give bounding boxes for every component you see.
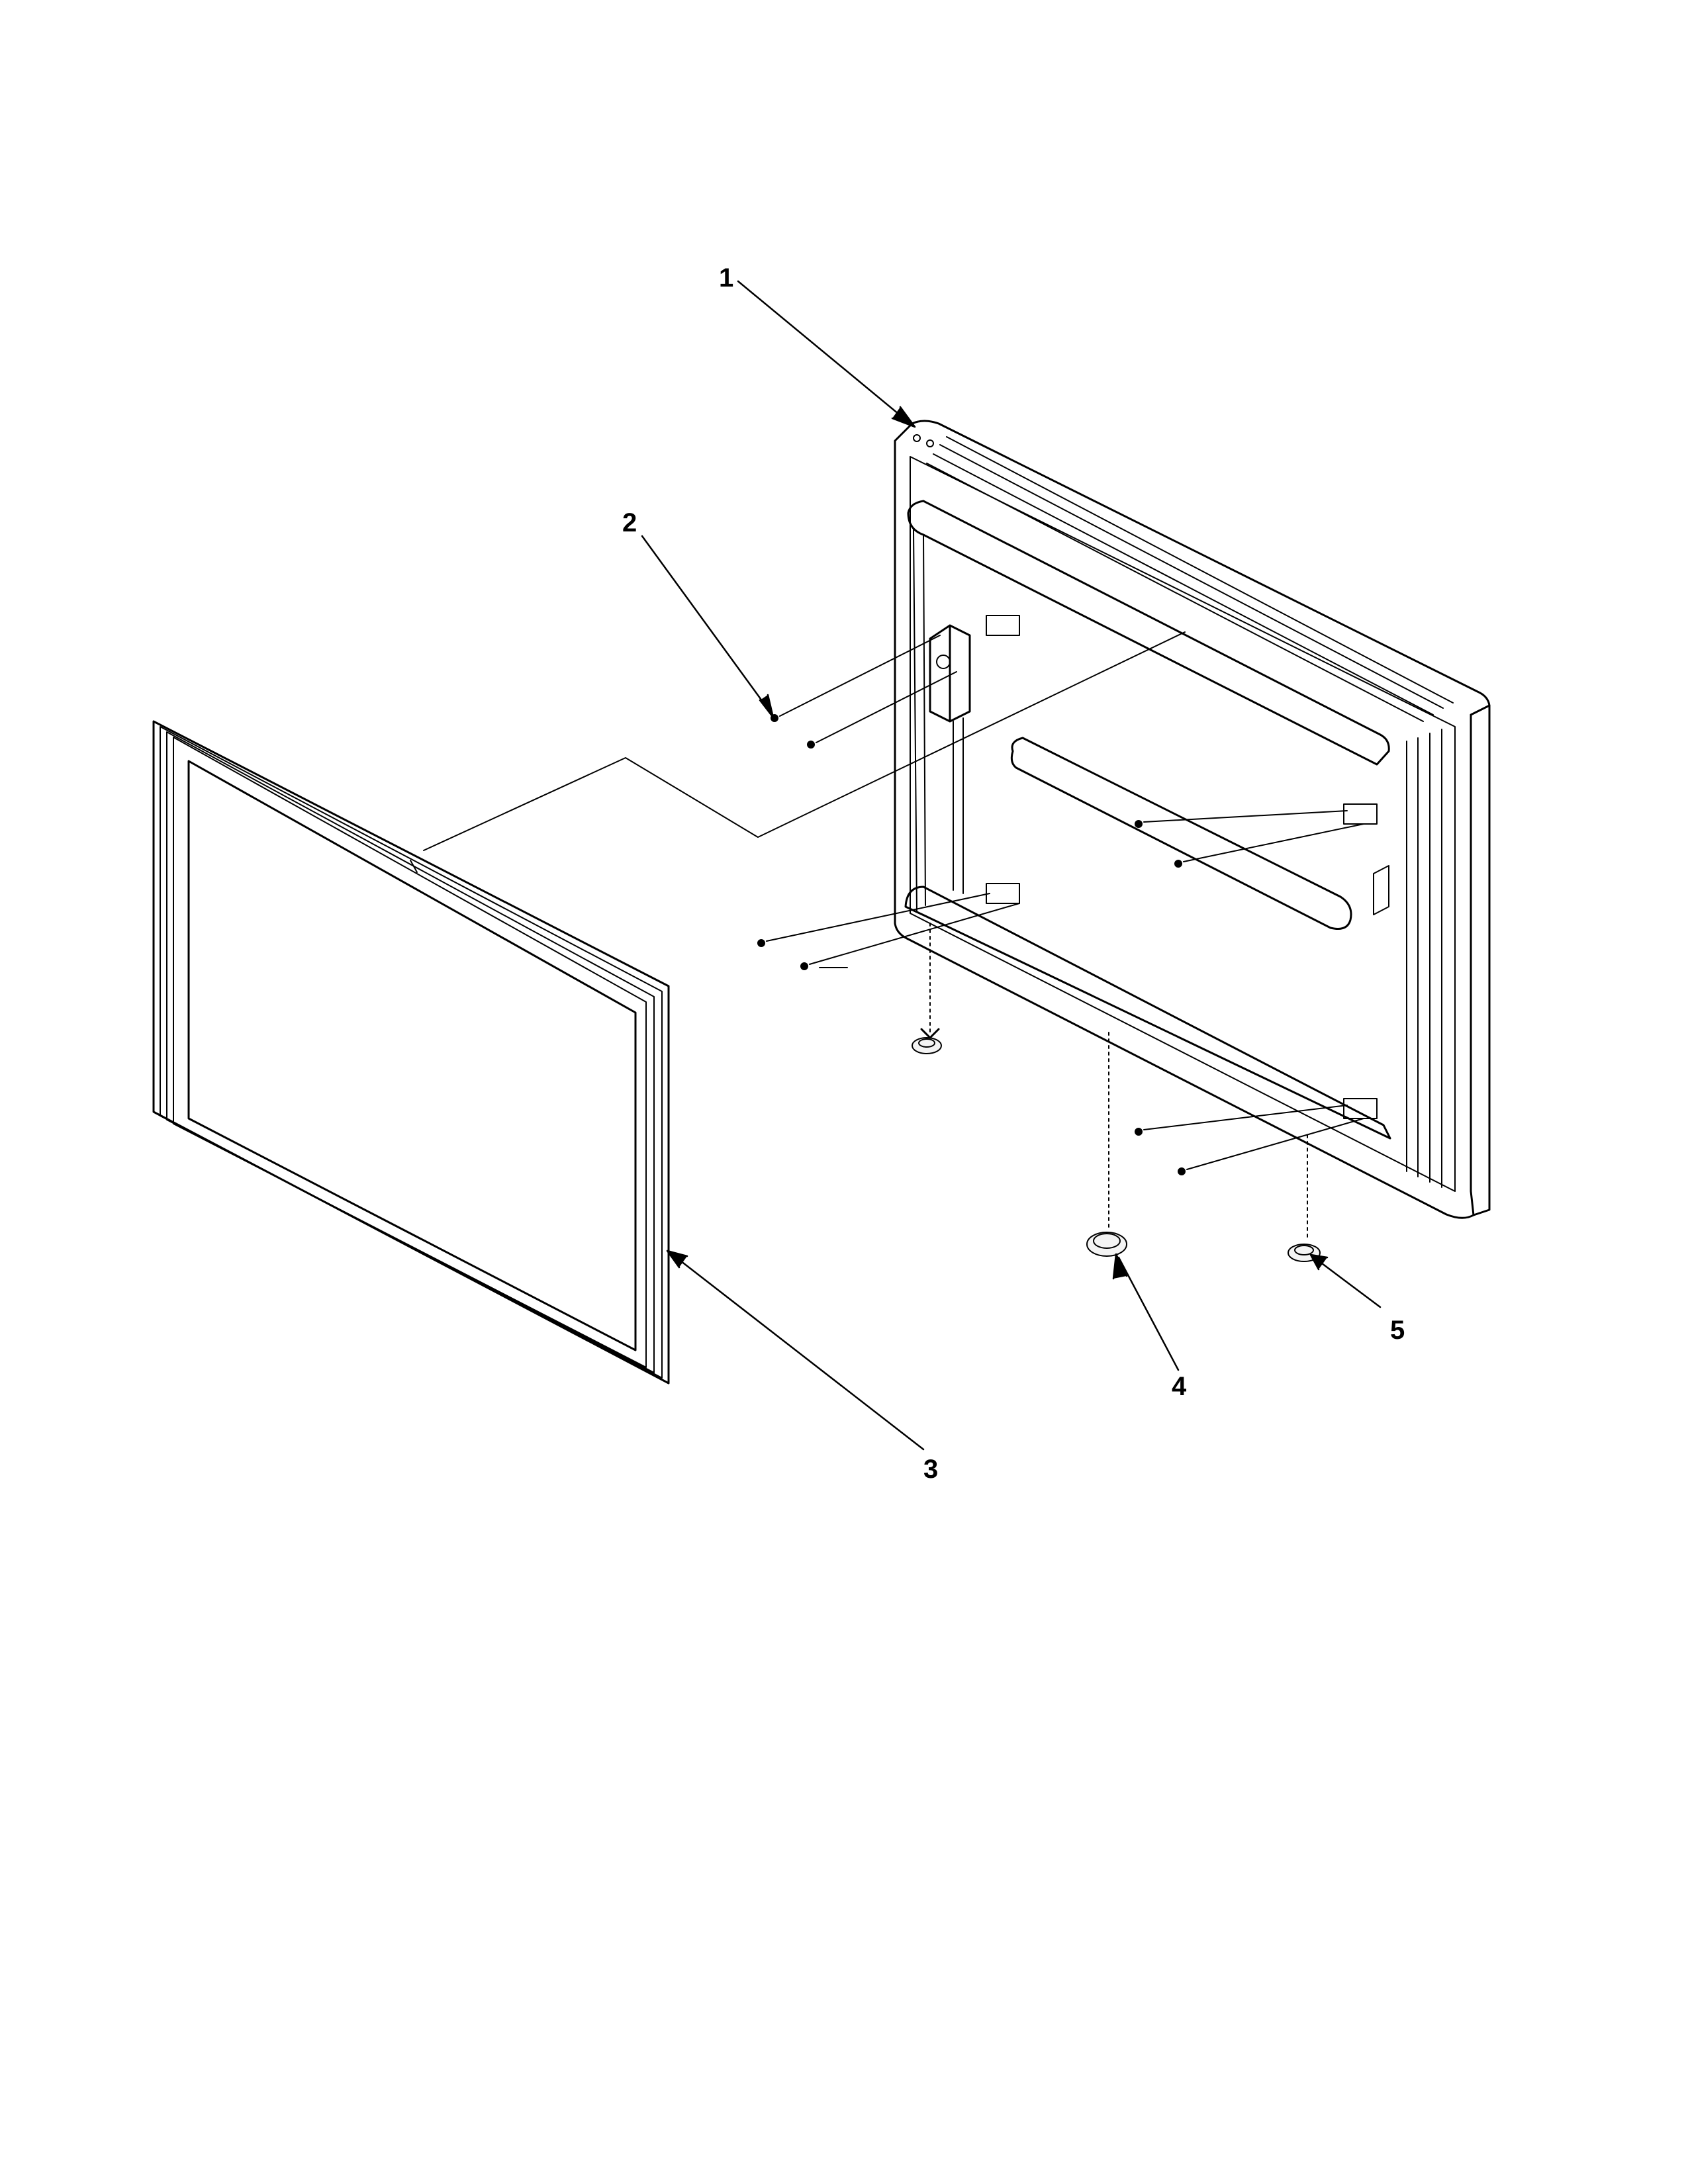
door-outer-frame xyxy=(894,420,1491,1219)
screw-6 xyxy=(1174,823,1364,868)
door-side-bracket xyxy=(1373,865,1389,915)
screw-7 xyxy=(1135,1105,1348,1136)
screw-5 xyxy=(1135,810,1348,828)
callout-1: 1 xyxy=(719,263,734,293)
gasket-edge-2 xyxy=(166,731,655,1373)
callout-2: 2 xyxy=(622,508,637,537)
plug-left xyxy=(912,923,942,1054)
door-mount-slot-lower-right xyxy=(1343,1098,1378,1119)
callout-3: 3 xyxy=(923,1455,939,1484)
door-hinge-column xyxy=(953,717,964,894)
door-gasket xyxy=(152,720,670,1385)
screw-2 xyxy=(807,671,957,749)
leader-5 xyxy=(1313,1256,1382,1308)
leader-4 xyxy=(1117,1256,1180,1371)
gasket-leader-line xyxy=(423,631,1186,851)
callout-4: 4 xyxy=(1172,1372,1187,1401)
door-hinge-block xyxy=(929,624,971,723)
door-mount-slot-upper-right xyxy=(1343,803,1378,825)
leader-2 xyxy=(641,535,773,715)
door-bottom-ledge xyxy=(904,886,1391,1140)
callout-leaders xyxy=(641,280,1382,1451)
door-inner-liner xyxy=(910,456,1456,1192)
gasket-seam xyxy=(410,860,418,873)
door-top-hole-2 xyxy=(926,439,934,447)
gasket-edge-1 xyxy=(160,726,663,1379)
leader-3 xyxy=(671,1253,925,1451)
arrow-5 xyxy=(1309,1253,1329,1271)
plug-right xyxy=(1288,1134,1321,1262)
door-mount-slot-upper-left xyxy=(986,615,1020,636)
door-top-hole-1 xyxy=(913,434,921,442)
screw-8 xyxy=(1178,1118,1364,1175)
arrow-4 xyxy=(1112,1253,1128,1280)
door-mount-slot-lower-left xyxy=(986,883,1020,904)
gasket-outer xyxy=(152,720,670,1385)
door-top-ledge xyxy=(907,500,1390,766)
door-hinge-pin xyxy=(936,655,951,669)
arrow-3 xyxy=(666,1250,688,1269)
screw-4 xyxy=(800,903,1020,970)
gasket-edge-3 xyxy=(173,737,647,1368)
arrow-2 xyxy=(759,694,774,719)
door-top-ribs xyxy=(926,436,1454,722)
gasket-inner xyxy=(187,760,637,1351)
screws xyxy=(757,635,1364,1175)
screw-3 xyxy=(757,893,990,947)
door-assembly xyxy=(894,420,1491,1219)
leader-1 xyxy=(737,280,912,425)
arrow-1 xyxy=(891,406,916,428)
callout-5: 5 xyxy=(1390,1316,1405,1345)
door-gasket-ribs xyxy=(1406,729,1442,1188)
plug-center xyxy=(1086,1032,1127,1257)
door-left-wall xyxy=(913,529,926,913)
door-inner-handle-bar xyxy=(1010,737,1352,930)
door-side-edge xyxy=(1470,704,1491,1216)
